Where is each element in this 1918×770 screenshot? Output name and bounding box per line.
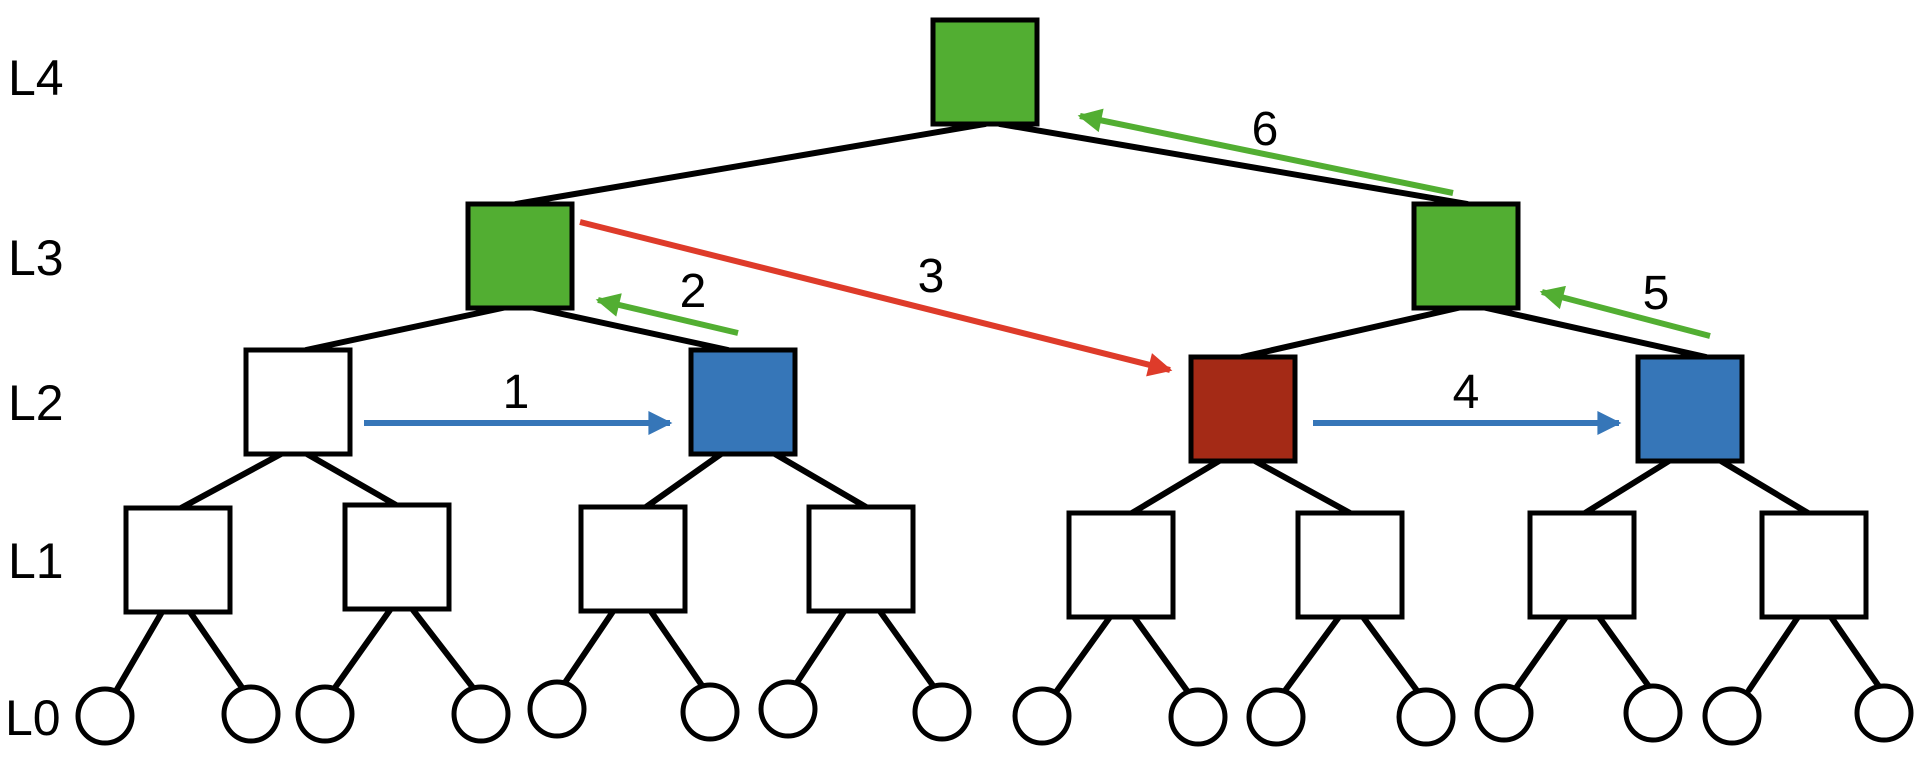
leaf-node bbox=[1702, 686, 1762, 746]
tree-node-l2-3 bbox=[1635, 354, 1745, 464]
leaf-node bbox=[1246, 687, 1306, 747]
edge bbox=[1239, 304, 1465, 360]
arrow-step-3 bbox=[579, 219, 1173, 377]
leaf-node bbox=[1474, 683, 1534, 743]
edge bbox=[1252, 458, 1353, 516]
arrow-step-2 bbox=[595, 293, 739, 336]
edge bbox=[1582, 458, 1672, 516]
tree-node-l1-0 bbox=[123, 505, 233, 615]
edge bbox=[304, 451, 399, 508]
level-label-l3: L3 bbox=[8, 230, 64, 286]
leaf-node bbox=[680, 682, 740, 742]
arrow-step-6 bbox=[1077, 108, 1454, 196]
edge bbox=[1479, 304, 1709, 360]
leaf-node bbox=[1396, 687, 1456, 747]
tree-node-l3-1 bbox=[1411, 201, 1521, 311]
tree-node-l2-1 bbox=[688, 347, 798, 457]
leaf-node bbox=[1623, 683, 1683, 743]
edge bbox=[561, 607, 617, 687]
tree-node-l2-0 bbox=[243, 347, 353, 457]
edge bbox=[1129, 458, 1222, 516]
tree-node-l2-2 bbox=[1188, 354, 1298, 464]
edge bbox=[643, 451, 724, 510]
edge bbox=[1513, 614, 1569, 691]
leaf-node bbox=[1168, 687, 1228, 747]
leaf-node bbox=[295, 684, 355, 744]
edge bbox=[1828, 614, 1883, 691]
leaf-node bbox=[527, 679, 587, 739]
edge bbox=[513, 121, 988, 207]
edge bbox=[647, 607, 706, 690]
edge bbox=[113, 609, 165, 694]
tree-node-l1-7 bbox=[1759, 510, 1869, 620]
level-label-l2: L2 bbox=[8, 375, 64, 431]
step-label-2: 2 bbox=[680, 265, 707, 318]
leaf-nodes bbox=[75, 679, 1914, 747]
level-label-l0: L0 bbox=[5, 690, 61, 746]
leaf-node bbox=[1854, 683, 1914, 743]
edge bbox=[793, 607, 848, 687]
step-label-3: 3 bbox=[918, 250, 945, 303]
edge bbox=[1281, 614, 1342, 695]
tree-node-l1-5 bbox=[1295, 510, 1405, 620]
tree-node-l3-0 bbox=[465, 201, 575, 311]
tree-node-l1-3 bbox=[806, 504, 916, 614]
edge bbox=[187, 609, 246, 692]
leaf-node bbox=[75, 686, 135, 746]
leaf-node bbox=[221, 684, 281, 744]
arrow-step-5 bbox=[1539, 285, 1711, 339]
level-label-l1: L1 bbox=[8, 533, 64, 589]
leaf-node bbox=[758, 679, 818, 739]
edge bbox=[1360, 614, 1421, 695]
tree-node-l4-0 bbox=[930, 17, 1040, 127]
leaf-node bbox=[1012, 686, 1072, 746]
tree-node-l1-4 bbox=[1066, 510, 1176, 620]
edge bbox=[1746, 614, 1801, 693]
edge bbox=[876, 607, 937, 690]
edge bbox=[1718, 458, 1811, 516]
operation-arrows bbox=[364, 108, 1711, 435]
edge bbox=[997, 121, 1470, 207]
edge bbox=[178, 451, 284, 511]
level-label-l4: L4 bbox=[8, 50, 64, 106]
tree-edges bbox=[113, 121, 1883, 695]
leaf-node bbox=[451, 684, 511, 744]
tree-node-l1-2 bbox=[578, 504, 688, 614]
step-label-1: 1 bbox=[503, 366, 530, 419]
tree-node-l1-6 bbox=[1527, 510, 1637, 620]
edge bbox=[1596, 614, 1653, 691]
step-label-5: 5 bbox=[1643, 267, 1670, 320]
edge bbox=[1053, 614, 1113, 695]
tree-node-l1-1 bbox=[342, 502, 452, 612]
tree-nodes bbox=[123, 17, 1869, 620]
edge bbox=[303, 304, 510, 353]
step-label-4: 4 bbox=[1453, 366, 1480, 419]
edge bbox=[331, 607, 393, 692]
leaf-node bbox=[912, 682, 972, 742]
edge bbox=[527, 304, 731, 353]
edge bbox=[410, 607, 477, 692]
step-label-6: 6 bbox=[1252, 103, 1279, 156]
edge bbox=[1131, 614, 1191, 695]
edge bbox=[772, 451, 869, 510]
